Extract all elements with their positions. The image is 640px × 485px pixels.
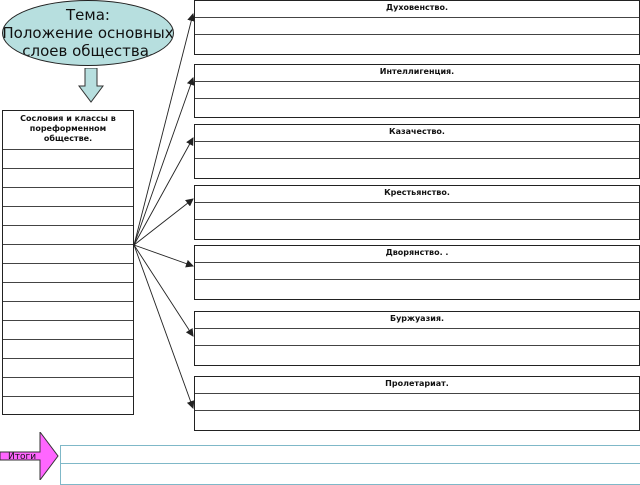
table-row xyxy=(3,320,133,339)
down-arrow-icon xyxy=(78,68,104,103)
table-row xyxy=(195,202,639,219)
table-row xyxy=(195,158,639,175)
bourgeoisie-title: Буржуазия. xyxy=(389,314,445,323)
connector-proletariat xyxy=(133,244,195,409)
topic-line-1: Тема: xyxy=(66,6,110,24)
table-row xyxy=(195,98,639,115)
topic-line-3: слоев общества. xyxy=(22,42,154,60)
table-row xyxy=(3,301,133,320)
clergy-title: Духовенство. xyxy=(386,3,448,12)
table-row xyxy=(3,339,133,358)
topic-line-2: Положение основных xyxy=(2,24,174,42)
cossacks-table: Казачество. xyxy=(194,124,640,179)
peasantry-table: Крестьянство. xyxy=(194,185,640,240)
table-row xyxy=(195,410,639,427)
table-row xyxy=(195,279,639,296)
connector-clergy xyxy=(133,13,196,246)
results-box xyxy=(60,445,640,485)
peasantry-title: Крестьянство. xyxy=(384,188,450,197)
table-row xyxy=(195,17,639,34)
table-row xyxy=(195,219,639,236)
table-row xyxy=(195,262,639,279)
table-row xyxy=(3,263,133,282)
table-row xyxy=(3,149,133,168)
table-row xyxy=(3,168,133,187)
cossacks-title: Казачество. xyxy=(389,127,445,136)
intelligentsia-table: Интеллигенция. xyxy=(194,64,640,118)
results-arrow-icon[interactable] xyxy=(0,432,60,480)
table-row xyxy=(3,377,133,396)
bourgeoisie-table: Буржуазия. xyxy=(194,311,640,366)
clergy-table: Духовенство. xyxy=(194,0,640,55)
results-line xyxy=(61,446,640,464)
results-label: Итоги xyxy=(8,452,37,462)
table-row xyxy=(3,206,133,225)
table-row xyxy=(195,328,639,345)
estates-classes-header: Сословия и классы в пореформенном общест… xyxy=(20,114,116,143)
topic-ellipse: Тема: Положение основных слоев общества. xyxy=(2,0,174,66)
table-row xyxy=(195,345,639,362)
table-row xyxy=(3,244,133,263)
connector-bourgeoisie xyxy=(133,244,194,337)
table-row xyxy=(3,282,133,301)
connector-cossacks xyxy=(133,137,194,246)
table-row xyxy=(195,141,639,158)
intelligentsia-title: Интеллигенция. xyxy=(379,67,455,76)
proletariat-title: Пролетариат. xyxy=(385,379,449,388)
connector-intelligentsia xyxy=(133,77,195,246)
table-row xyxy=(195,81,639,98)
table-row xyxy=(195,393,639,410)
table-row xyxy=(3,358,133,377)
connector-peasantry xyxy=(133,198,194,246)
table-row xyxy=(3,396,133,415)
table-row xyxy=(3,225,133,244)
table-row xyxy=(195,34,639,51)
connector-nobility xyxy=(133,244,194,268)
nobility-title: Дворянство. . xyxy=(385,248,449,257)
table-row xyxy=(3,187,133,206)
proletariat-table: Пролетариат. xyxy=(194,376,640,431)
estates-classes-table: Сословия и классы в пореформенном общест… xyxy=(2,110,134,415)
